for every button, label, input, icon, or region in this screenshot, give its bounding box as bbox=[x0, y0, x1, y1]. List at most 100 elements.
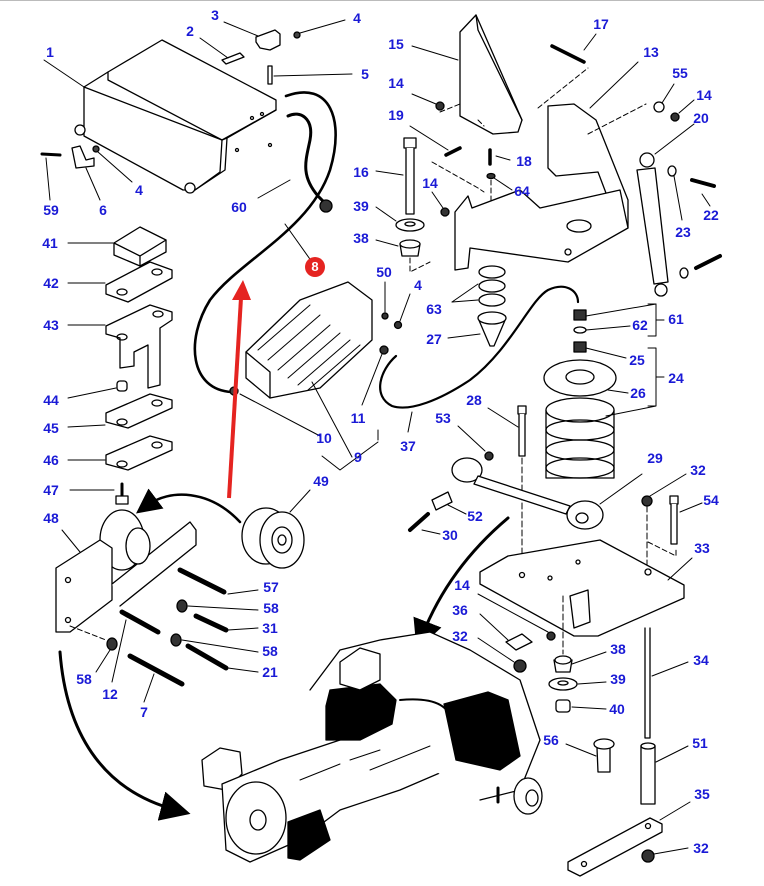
part-39-washer-top[interactable] bbox=[375, 206, 425, 232]
callout-40[interactable]: 40 bbox=[609, 701, 625, 717]
part-41-block[interactable] bbox=[67, 226, 167, 267]
callout-58[interactable]: 58 bbox=[263, 600, 279, 616]
part-50-nut[interactable] bbox=[381, 281, 389, 320]
part-42-plate[interactable] bbox=[67, 261, 173, 303]
callout-34[interactable]: 34 bbox=[693, 652, 709, 668]
callout-35[interactable]: 35 bbox=[694, 786, 710, 802]
callout-21[interactable]: 21 bbox=[262, 664, 278, 680]
callout-4[interactable]: 4 bbox=[353, 10, 361, 26]
part-47-bolt[interactable] bbox=[69, 482, 129, 505]
callout-47[interactable]: 47 bbox=[43, 482, 59, 498]
part-29-link-rod[interactable] bbox=[451, 457, 643, 530]
callout-27[interactable]: 27 bbox=[426, 331, 442, 347]
callout-42[interactable]: 42 bbox=[43, 275, 59, 291]
damper-lower-bolt[interactable] bbox=[679, 254, 722, 279]
part-62-oring[interactable] bbox=[573, 325, 631, 334]
callout-12[interactable]: 12 bbox=[102, 686, 118, 702]
callout-46[interactable]: 46 bbox=[43, 452, 59, 468]
part-14-nut-d[interactable] bbox=[477, 593, 556, 641]
part-7-bolt[interactable] bbox=[127, 653, 185, 703]
callout-33[interactable]: 33 bbox=[694, 540, 710, 556]
callout-19[interactable]: 19 bbox=[388, 107, 404, 123]
callout-30[interactable]: 30 bbox=[442, 527, 458, 543]
part-26-top-plate[interactable] bbox=[543, 359, 629, 397]
part-55-washer[interactable] bbox=[587, 83, 675, 135]
part-60-hose[interactable] bbox=[257, 112, 333, 213]
callout-13[interactable]: 13 bbox=[643, 44, 659, 60]
part-37-hose[interactable] bbox=[379, 285, 580, 433]
callout-28[interactable]: 28 bbox=[466, 392, 482, 408]
callout-14[interactable]: 14 bbox=[422, 175, 438, 191]
callout-24[interactable]: 24 bbox=[668, 370, 684, 386]
callout-20[interactable]: 20 bbox=[693, 110, 709, 126]
callout-36[interactable]: 36 bbox=[452, 602, 468, 618]
part-43-bracket[interactable] bbox=[67, 304, 173, 389]
part-61-fitting[interactable] bbox=[573, 303, 665, 337]
callout-32[interactable]: 32 bbox=[690, 462, 706, 478]
callout-45[interactable]: 45 bbox=[43, 420, 59, 436]
callout-60[interactable]: 60 bbox=[231, 199, 247, 215]
part-5-bolt[interactable] bbox=[267, 65, 353, 85]
callout-8-highlighted[interactable]: 8 bbox=[305, 257, 325, 277]
callout-17[interactable]: 17 bbox=[593, 16, 609, 32]
part-34-stud[interactable] bbox=[644, 627, 689, 739]
part-58-washer-c[interactable] bbox=[69, 625, 118, 673]
callout-7[interactable]: 7 bbox=[140, 704, 148, 720]
part-16-bolt[interactable] bbox=[375, 137, 417, 215]
callout-10[interactable]: 10 bbox=[316, 430, 332, 446]
callout-54[interactable]: 54 bbox=[703, 492, 719, 508]
part-31-bolt[interactable] bbox=[193, 613, 259, 633]
part-4-nut-top[interactable] bbox=[293, 19, 346, 39]
part-9-valve-block[interactable] bbox=[239, 281, 379, 471]
callout-14[interactable]: 14 bbox=[454, 577, 470, 593]
part-38-bush-top[interactable] bbox=[375, 239, 431, 273]
callout-5[interactable]: 5 bbox=[361, 66, 369, 82]
part-58-washer-b[interactable] bbox=[170, 633, 259, 653]
callout-6[interactable]: 6 bbox=[99, 202, 107, 218]
part-32-nut-bottom[interactable] bbox=[641, 847, 689, 863]
part-18-bolt[interactable] bbox=[488, 148, 511, 166]
callout-51[interactable]: 51 bbox=[692, 735, 708, 751]
callout-38[interactable]: 38 bbox=[610, 641, 626, 657]
callout-43[interactable]: 43 bbox=[43, 317, 59, 333]
part-19-bolt[interactable] bbox=[409, 125, 485, 193]
callout-44[interactable]: 44 bbox=[43, 392, 59, 408]
callout-23[interactable]: 23 bbox=[675, 224, 691, 240]
part-22-bolt[interactable] bbox=[690, 178, 716, 207]
callout-64[interactable]: 64 bbox=[514, 183, 530, 199]
part-17-pin[interactable] bbox=[550, 33, 597, 64]
part-23-washer[interactable] bbox=[667, 165, 683, 221]
callout-4[interactable]: 4 bbox=[135, 182, 143, 198]
callout-56[interactable]: 56 bbox=[543, 732, 559, 748]
callout-29[interactable]: 29 bbox=[647, 450, 663, 466]
callout-50[interactable]: 50 bbox=[376, 264, 392, 280]
part-14-nut-a[interactable] bbox=[411, 93, 445, 111]
part-44-spacer[interactable] bbox=[67, 380, 128, 399]
callout-39[interactable]: 39 bbox=[610, 671, 626, 687]
callout-48[interactable]: 48 bbox=[43, 510, 59, 526]
callout-55[interactable]: 55 bbox=[672, 65, 688, 81]
part-52-sleeve[interactable] bbox=[431, 491, 467, 515]
part-59-bolt[interactable] bbox=[40, 152, 62, 201]
part-24-air-spring[interactable] bbox=[545, 347, 665, 479]
part-14-nut-b[interactable] bbox=[431, 191, 450, 217]
callout-58[interactable]: 58 bbox=[262, 643, 278, 659]
callout-37[interactable]: 37 bbox=[400, 438, 416, 454]
part-48-mount-bracket[interactable] bbox=[55, 509, 197, 633]
part-46-plate[interactable] bbox=[67, 435, 173, 471]
callout-26[interactable]: 26 bbox=[630, 385, 646, 401]
part-21-bolt[interactable] bbox=[185, 643, 259, 673]
callout-62[interactable]: 62 bbox=[632, 317, 648, 333]
callout-41[interactable]: 41 bbox=[42, 235, 58, 251]
callout-18[interactable]: 18 bbox=[516, 153, 532, 169]
part-33-plate[interactable] bbox=[479, 539, 693, 637]
callout-49[interactable]: 49 bbox=[313, 473, 329, 489]
part-40-nut[interactable] bbox=[555, 699, 607, 713]
callout-59[interactable]: 59 bbox=[43, 202, 59, 218]
part-38-bush-bottom[interactable] bbox=[553, 595, 607, 673]
part-32-nut-mid[interactable] bbox=[477, 637, 527, 673]
part-20-damper[interactable] bbox=[636, 123, 695, 297]
part-63-rubber-stack[interactable] bbox=[451, 265, 506, 307]
part-58-washer-a[interactable] bbox=[176, 599, 259, 613]
callout-32[interactable]: 32 bbox=[452, 628, 468, 644]
